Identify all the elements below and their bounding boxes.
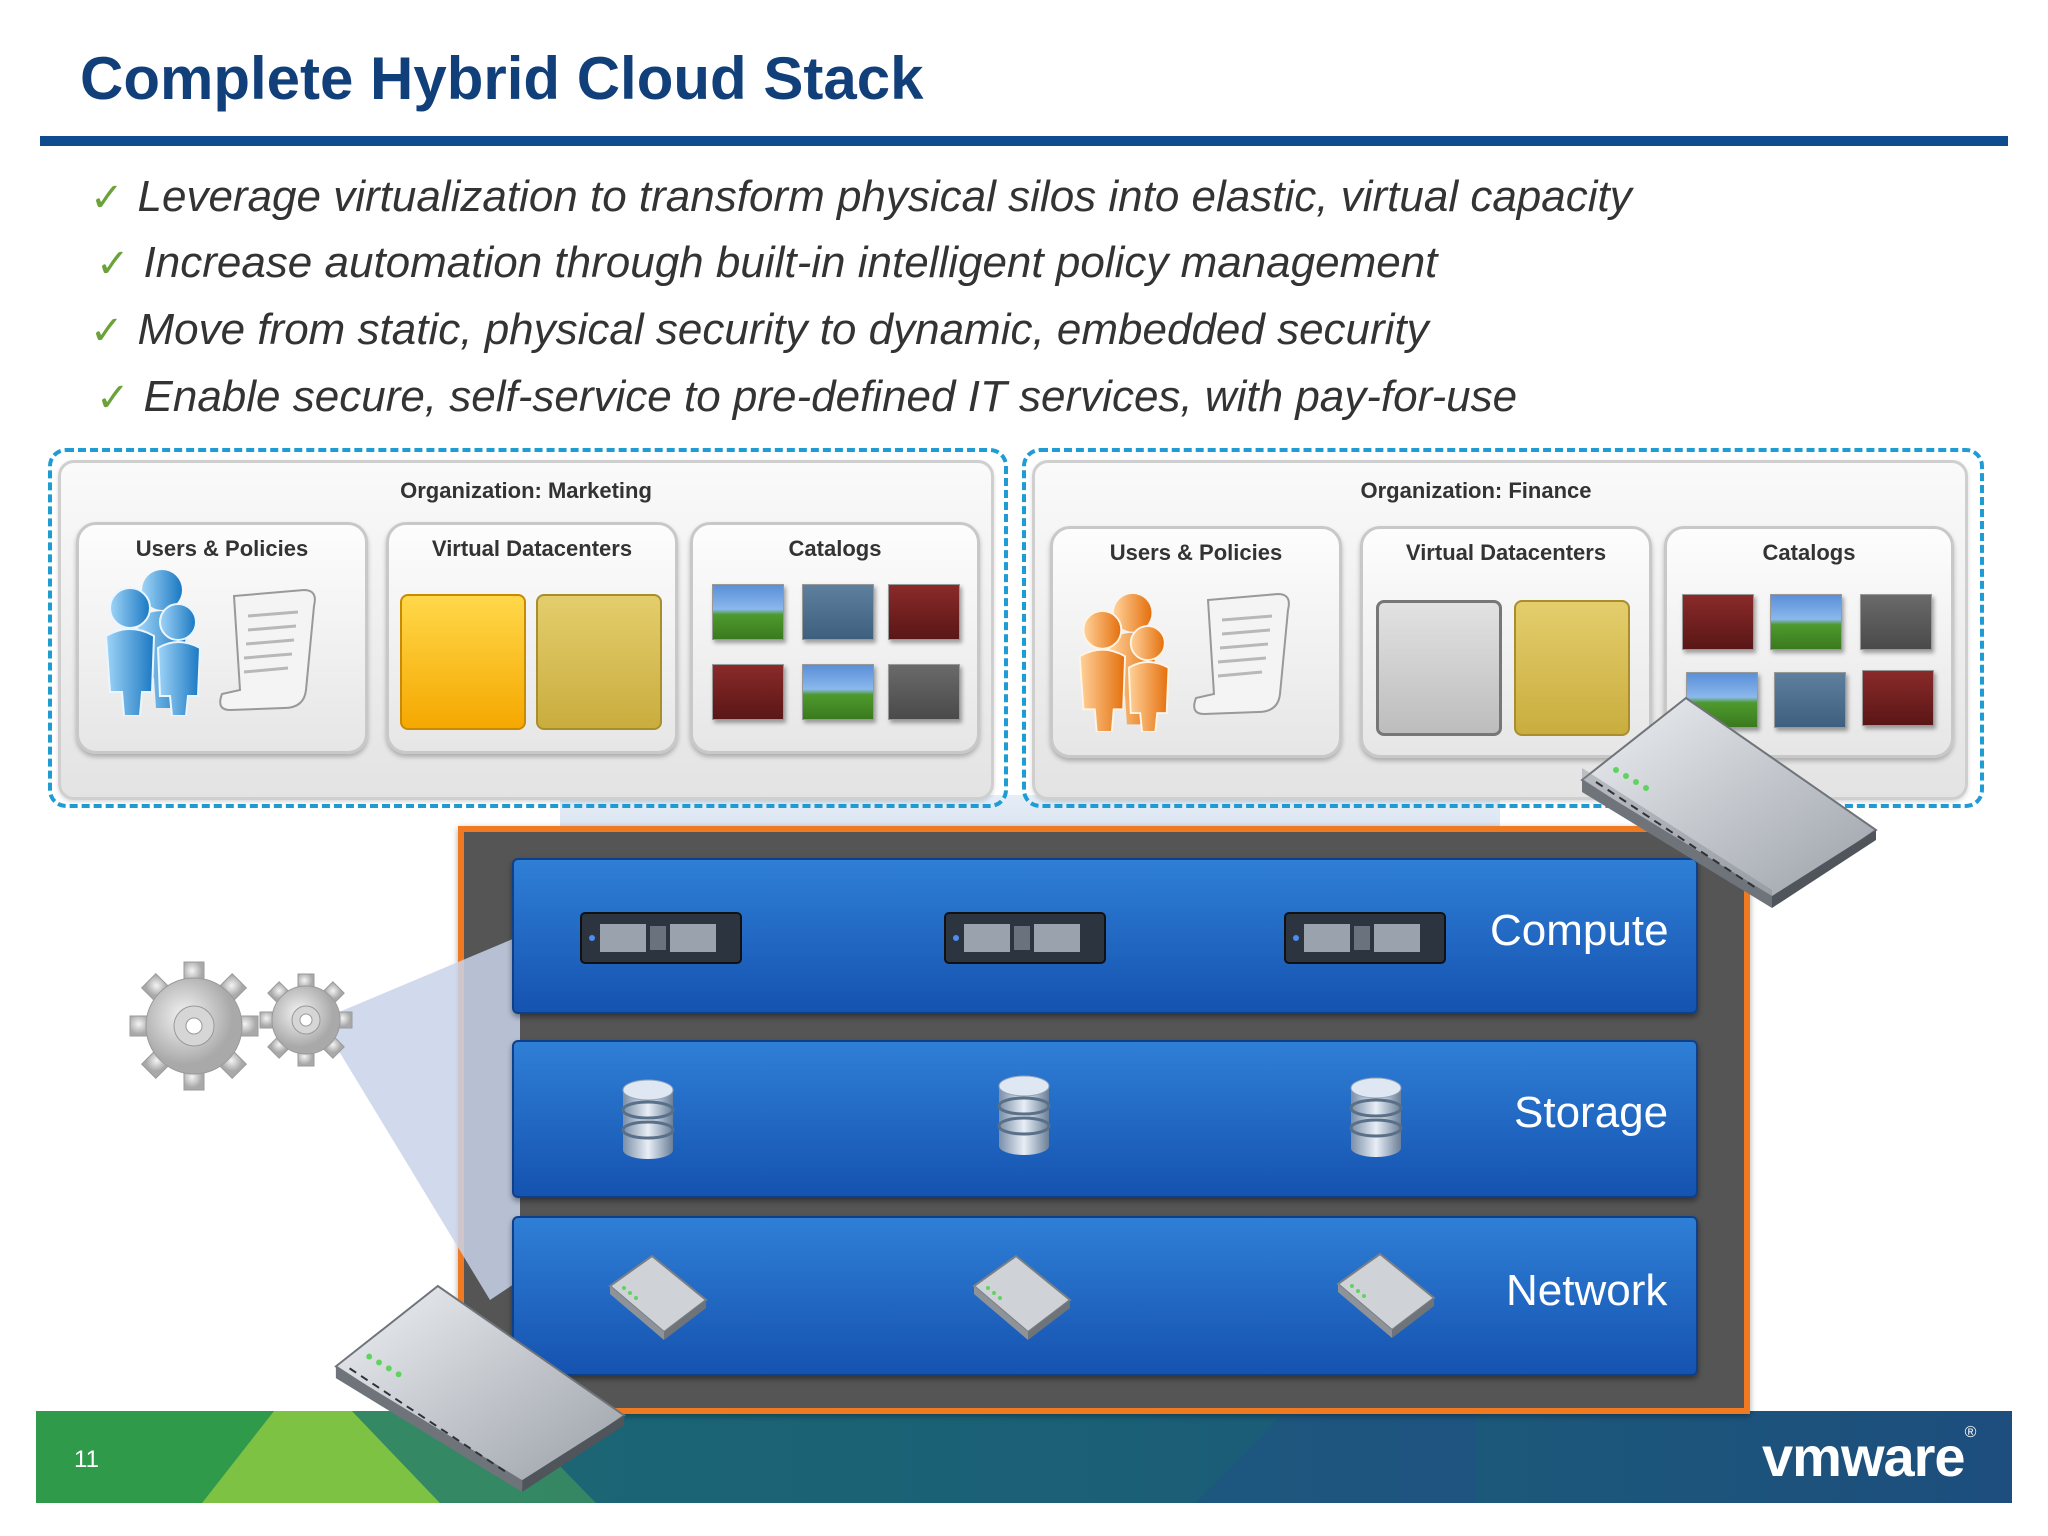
- catalog-thumbnail[interactable]: [1774, 672, 1846, 728]
- checkmark-icon: ✓: [90, 309, 124, 353]
- catalog-thumbnail[interactable]: [888, 664, 960, 720]
- title-underline: [40, 136, 2008, 146]
- org-marketing-frame: [48, 448, 1008, 808]
- card-label: Users & Policies: [135, 536, 309, 561]
- switch-icon: [608, 1254, 708, 1340]
- slide-title: Complete Hybrid Cloud Stack: [80, 45, 924, 112]
- gears-icon: [129, 961, 353, 1091]
- switch-icon: [1336, 1252, 1436, 1338]
- compute-label: Compute: [1490, 906, 1669, 955]
- card-label: Virtual Datacenters: [1405, 540, 1607, 565]
- bullet-item: ✓ Enable secure, self-service to pre-defi…: [96, 372, 1517, 422]
- storage-label: Storage: [1514, 1088, 1669, 1137]
- vdc-block[interactable]: [1514, 600, 1630, 736]
- storage-layer[interactable]: [512, 1040, 1698, 1198]
- footer-graphic: [36, 1411, 1476, 1503]
- catalog-thumbnail[interactable]: [712, 584, 784, 640]
- policy-scroll-icon: [219, 588, 316, 712]
- bullet-item: ✓ Leverage virtualization to transform ph…: [90, 172, 1632, 222]
- checkmark-icon: ✓: [96, 376, 130, 420]
- checkmark-icon: ✓: [90, 176, 124, 220]
- switch-icon: [972, 1254, 1072, 1340]
- server-icon: [580, 912, 742, 964]
- bullet-text: Move from static, physical security to d…: [137, 305, 1429, 354]
- server-icon: [944, 912, 1106, 964]
- database-icon: [1349, 1077, 1403, 1157]
- network-appliance-icon: [1580, 696, 1878, 908]
- catalog-thumbnail[interactable]: [802, 584, 874, 640]
- bullet-text: Increase automation through built-in int…: [143, 238, 1438, 287]
- org-finance-label: Organization: Finance: [1360, 478, 1592, 503]
- users-icon: [1078, 593, 1170, 732]
- database-icon: [621, 1079, 675, 1159]
- org-finance-frame: [1022, 448, 1984, 808]
- vdc-block[interactable]: [1376, 600, 1502, 736]
- card-label: Catalogs: [788, 536, 882, 561]
- catalog-thumbnail[interactable]: [888, 584, 960, 640]
- network-appliance-icon: [334, 1284, 626, 1492]
- checkmark-icon: ✓: [96, 242, 130, 286]
- policy-scroll-icon: [1193, 592, 1290, 716]
- card-label: Users & Policies: [1109, 540, 1283, 565]
- card-label: Virtual Datacenters: [431, 536, 633, 561]
- catalog-thumbnail[interactable]: [712, 664, 784, 720]
- catalog-thumbnail[interactable]: [802, 664, 874, 720]
- network-label: Network: [1506, 1266, 1668, 1315]
- management-beam: [320, 936, 520, 1300]
- catalog-thumbnail[interactable]: [1860, 594, 1932, 650]
- catalog-thumbnail[interactable]: [1682, 594, 1754, 650]
- bullet-text: Enable secure, self-service to pre-defin…: [143, 372, 1518, 421]
- org-marketing-label: Organization: Marketing: [400, 478, 652, 503]
- bullet-item: ✓ Move from static, physical security to …: [90, 305, 1429, 355]
- page-number: 11: [74, 1446, 99, 1473]
- database-icon: [997, 1075, 1051, 1155]
- network-layer[interactable]: [512, 1216, 1698, 1376]
- card-label: Catalogs: [1762, 540, 1856, 565]
- users-icon: [104, 570, 202, 716]
- catalog-thumbnail[interactable]: [1770, 594, 1842, 650]
- server-icon: [1284, 912, 1446, 964]
- bullet-text: Leverage virtualization to transform phy…: [137, 172, 1632, 221]
- catalog-thumbnail[interactable]: [1862, 670, 1934, 726]
- vdc-block[interactable]: [400, 594, 526, 730]
- logo-text: vmware: [1762, 1425, 1966, 1488]
- vmware-logo: vmware®: [1762, 1424, 1976, 1488]
- bullet-item: ✓ Increase automation through built-in in…: [96, 238, 1437, 288]
- vdc-block[interactable]: [536, 594, 662, 730]
